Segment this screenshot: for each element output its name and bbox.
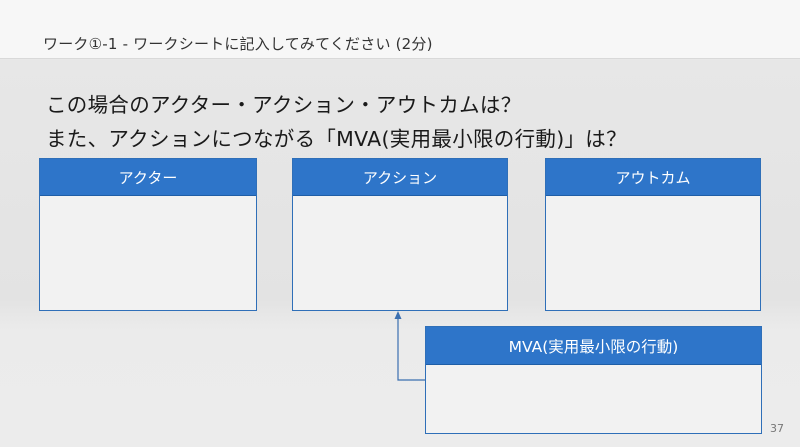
question-line-1: この場合のアクター・アクション・アウトカムは？ bbox=[46, 93, 522, 117]
action-card: アクション bbox=[292, 158, 508, 311]
actor-card-header: アクター bbox=[40, 159, 256, 196]
page-number: 37 bbox=[770, 422, 784, 435]
action-input-area[interactable] bbox=[293, 196, 507, 310]
mva-card-header: MVA(実用最小限の行動) bbox=[426, 327, 761, 365]
question-line-2: また、アクションにつながる「MVA(実用最小限の行動)」は？ bbox=[46, 127, 627, 151]
outcome-card-header: アウトカム bbox=[546, 159, 760, 196]
actor-card: アクター bbox=[39, 158, 257, 311]
slide-title: ワーク①-1 - ワークシートに記入してみてください (2分) bbox=[43, 35, 433, 53]
mva-card: MVA(実用最小限の行動) bbox=[425, 326, 762, 434]
arrow-head-icon bbox=[394, 311, 402, 319]
arrow-connector-line bbox=[397, 318, 425, 381]
outcome-card: アウトカム bbox=[545, 158, 761, 311]
action-card-header: アクション bbox=[293, 159, 507, 196]
mva-input-area[interactable] bbox=[426, 365, 761, 433]
actor-input-area[interactable] bbox=[40, 196, 256, 310]
outcome-input-area[interactable] bbox=[546, 196, 760, 310]
header-band bbox=[0, 0, 800, 59]
